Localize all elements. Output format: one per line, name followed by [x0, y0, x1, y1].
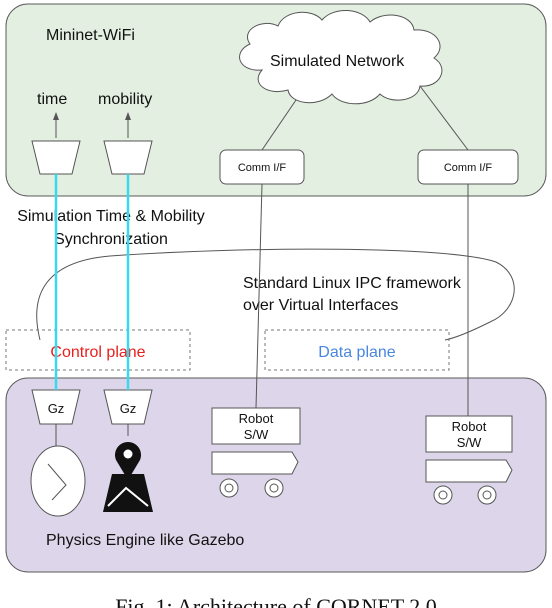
time-label: time: [37, 91, 67, 108]
cloud-label: Simulated Network: [270, 53, 405, 70]
time-arrowhead: [53, 112, 59, 120]
data-plane-box: [264, 329, 450, 371]
ipc-label-line1: Standard Linux IPC framework: [243, 275, 462, 292]
physics-engine-box: [5, 377, 547, 573]
ipc-loop-curve: [36, 248, 515, 341]
clock-hands: [47, 463, 67, 501]
robot-right-wheel-2-hub: [482, 490, 492, 500]
comm-if-left-label: Comm I/F: [238, 162, 287, 174]
robot-right-wheel-1: [433, 485, 453, 505]
ipc-label-line2: over Virtual Interfaces: [243, 297, 398, 314]
mobility-label: mobility: [98, 91, 152, 108]
control-plane-label: Control plane: [50, 344, 145, 361]
mobility-arrowhead: [125, 112, 131, 120]
figure-caption: Fig. 1: Architecture of CORNET 2.0: [115, 594, 437, 608]
robot-right-label-line1: Robot: [452, 419, 487, 434]
gz-right-adapter: [103, 389, 153, 425]
control-plane-box: [5, 329, 191, 371]
sync-label-line1: Simulation Time & Mobility: [17, 208, 205, 225]
data-plane-label: Data plane: [318, 344, 395, 361]
robot-right-body: [425, 459, 513, 483]
sync-label-line2: Synchronization: [54, 231, 168, 248]
map-marker-icon: [103, 442, 153, 512]
cloud-to-comm-right: [419, 85, 469, 151]
mobility-adapter: [103, 140, 153, 175]
robot-left-body: [211, 451, 299, 475]
robot-left-label-line2: S/W: [244, 427, 269, 442]
cloud-icon: [239, 10, 443, 105]
comm-if-right-label: Comm I/F: [444, 162, 493, 174]
time-adapter: [31, 140, 81, 175]
robot-left-sw-box: [211, 407, 301, 445]
robot-left-label-line1: Robot: [239, 411, 274, 426]
robot-right-wheel-2: [477, 485, 497, 505]
gz-left-adapter: [31, 389, 81, 425]
physics-engine-title: Physics Engine like Gazebo: [46, 532, 244, 549]
robot-left-wheel-1: [219, 478, 239, 498]
robot-right-wheel-1-hub: [438, 490, 448, 500]
mininet-wifi-title: Mininet-WiFi: [46, 27, 135, 44]
robot-left-connector: [255, 183, 263, 409]
robot-right-label-line2: S/W: [457, 435, 482, 450]
robot-left-wheel-1-hub: [224, 483, 234, 493]
robot-right-sw-box: [425, 415, 513, 453]
gz-right-label: Gz: [120, 401, 137, 416]
robot-left-wheel-2: [264, 478, 284, 498]
gz-left-label: Gz: [48, 401, 65, 416]
robot-left-wheel-2-hub: [269, 483, 279, 493]
clock-icon: [30, 445, 86, 517]
cloud-to-comm-left: [261, 99, 297, 151]
